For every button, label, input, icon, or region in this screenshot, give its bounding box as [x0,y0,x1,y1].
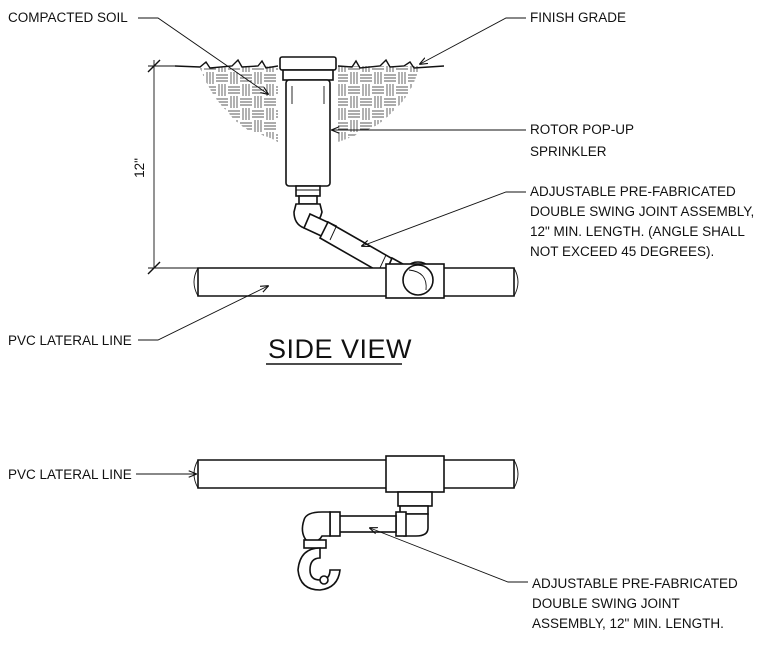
pvc-lateral-side [193,263,519,299]
view-title: SIDE VIEW [268,334,412,364]
dimension-label: 12" [132,158,147,178]
dimension-12in: 12" [132,59,198,275]
label-swing-joint-line1: ADJUSTABLE PRE-FABRICATED [530,184,736,199]
label-rotor-line2: SPRINKLER [530,144,607,159]
label-swing-joint-line4: NOT EXCEED 45 DEGREES). [530,244,714,259]
label-compacted-soil: COMPACTED SOIL [8,10,128,25]
leader-swing-joint-plan [370,528,528,583]
label-swing-joint-line3: 12" MIN. LENGTH. (ANGLE SHALL [530,224,745,239]
leader-pvc-side [138,286,268,341]
rotor-sprinkler [279,56,337,197]
label-swing-joint-plan-line3: ASSEMBLY, 12" MIN. LENGTH. [532,616,724,631]
label-swing-joint-line2: DOUBLE SWING JOINT ASSEMBLY, [530,204,754,219]
leader-swing-joint [362,191,526,246]
finish-grade-line [174,58,445,69]
label-pvc-lateral-plan: PVC LATERAL LINE [8,467,132,482]
label-pvc-lateral-side: PVC LATERAL LINE [8,333,132,348]
leader-compacted-soil [138,17,268,94]
leader-finish-grade [420,17,526,64]
label-rotor-line1: ROTOR POP-UP [530,122,634,137]
label-swing-joint-plan-line2: DOUBLE SWING JOINT [532,596,680,611]
label-swing-joint-plan-line1: ADJUSTABLE PRE-FABRICATED [532,576,738,591]
label-finish-grade: FINISH GRADE [530,10,626,25]
swing-joint-plan [297,511,429,591]
pvc-lateral-plan [193,455,519,515]
